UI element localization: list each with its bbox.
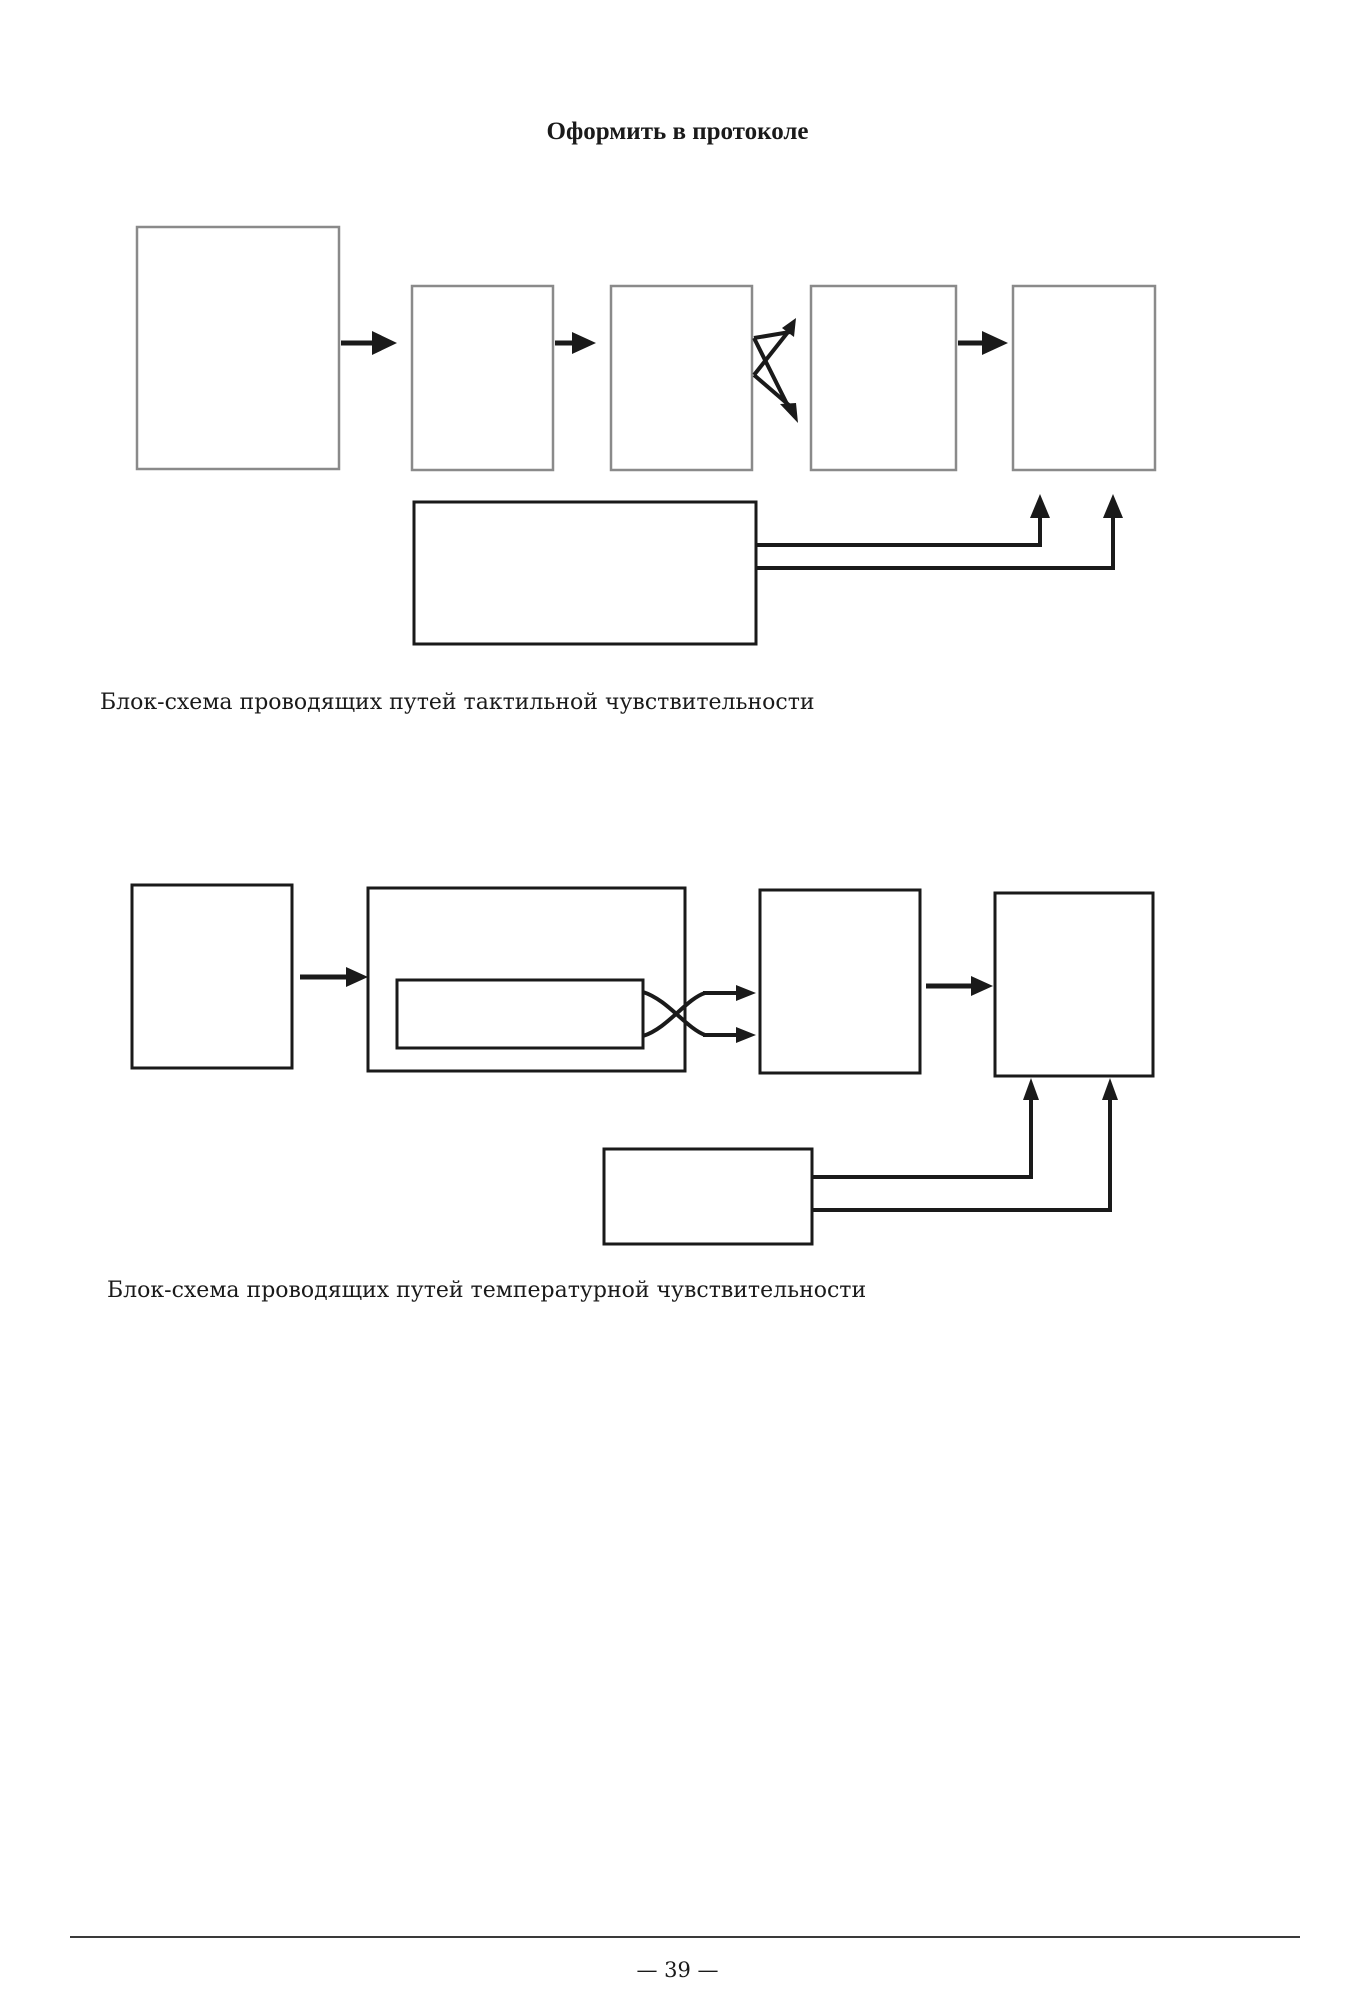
temperature-diagram-caption: Блок-схема проводящих путей температурно…	[107, 1278, 867, 1303]
temperature-bottom-output-1	[812, 1078, 1039, 1179]
temperature-receptor-block	[130, 883, 294, 1070]
temperature-bottom-block	[602, 1147, 814, 1246]
temperature-block-3	[758, 888, 922, 1075]
tactile-bottom-output-1	[756, 494, 1050, 547]
tactile-bottom-output-2	[756, 494, 1123, 570]
footer-rule	[70, 1936, 1300, 1938]
page-heading: Оформить в протоколе	[546, 118, 809, 145]
temperature-bottom-output-2	[812, 1078, 1118, 1212]
tactile-block-5	[1011, 284, 1157, 472]
tactile-pathway-diagram	[135, 225, 1157, 646]
tactile-block-2	[410, 284, 555, 472]
tactile-block-3	[609, 284, 754, 472]
temperature-arrow-3	[926, 976, 993, 996]
page-number: — 39 —	[636, 1958, 719, 1982]
temperature-pathway-diagram	[130, 883, 1155, 1246]
tactile-arrow-1	[341, 331, 397, 355]
temperature-block-4	[993, 891, 1155, 1078]
temperature-arrow-1	[300, 967, 368, 987]
tactile-crossover-arrows	[752, 318, 798, 423]
tactile-diagram-caption: Блок-схема проводящих путей тактильной ч…	[100, 690, 815, 715]
tactile-arrow-4	[958, 331, 1008, 355]
temperature-inner-block	[395, 978, 645, 1050]
tactile-bottom-block	[412, 500, 758, 646]
tactile-arrow-2	[555, 332, 596, 354]
tactile-receptor-block	[135, 225, 341, 471]
tactile-block-4	[809, 284, 958, 472]
temperature-crossover-arrows	[642, 985, 756, 1043]
